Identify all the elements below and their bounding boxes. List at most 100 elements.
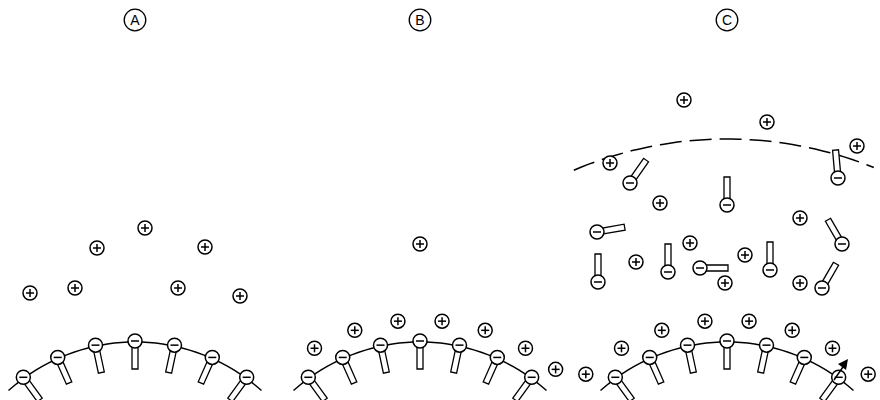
cation-symbol (683, 236, 697, 250)
ion-circle (677, 93, 691, 107)
anion-head (760, 338, 774, 352)
anion-head (763, 263, 777, 277)
ion-circle (128, 334, 142, 348)
ion-circle (391, 314, 405, 328)
cation-symbol (760, 115, 774, 129)
cation-symbol (308, 341, 322, 355)
anion-head (128, 334, 142, 348)
ion-circle (171, 281, 185, 295)
ion-sign (744, 251, 746, 259)
surfactant-tail (602, 224, 625, 234)
ion-circle (793, 276, 807, 290)
ion-sign (419, 240, 421, 248)
surfactant-tail (342, 362, 356, 385)
ion-circle (205, 350, 219, 364)
arrow-head (838, 359, 848, 370)
ion-circle (168, 338, 182, 352)
surfactant-tail (451, 350, 462, 373)
ion-sign (723, 204, 731, 206)
ion-circle (519, 341, 533, 355)
panel-label: B (415, 13, 424, 27)
ion-circle (435, 314, 449, 328)
ion-sign (204, 243, 206, 251)
ion-sign (528, 377, 536, 379)
ion-sign (723, 340, 731, 342)
ion-circle (348, 323, 362, 337)
cation-symbol (826, 341, 840, 355)
ion-circle (693, 261, 707, 275)
ion-sign (621, 344, 623, 352)
ion-sign (867, 370, 869, 378)
ion-circle (90, 241, 104, 255)
anion-head (16, 370, 30, 384)
ion-circle (720, 334, 734, 348)
anion-head (336, 350, 350, 364)
ion-circle (23, 286, 37, 300)
ion-sign (74, 284, 76, 292)
ion-sign (683, 344, 691, 346)
ion-circle (653, 196, 667, 210)
anion-head (525, 370, 539, 384)
ion-circle (683, 236, 697, 250)
cation-symbol (603, 156, 617, 170)
surfactant-tail (649, 362, 663, 385)
cation-symbol (629, 255, 643, 269)
ion-circle (549, 362, 563, 376)
cation-symbol (785, 323, 799, 337)
cation-symbol (793, 276, 807, 290)
ion-circle (608, 370, 622, 384)
panel-letter: A (123, 8, 147, 32)
ion-sign (818, 287, 826, 289)
ion-circle (336, 350, 350, 364)
ion-sign (696, 267, 704, 269)
anion-head (373, 338, 387, 352)
cation-symbol (653, 196, 667, 210)
cation-symbol (23, 286, 37, 300)
ion-sign (834, 177, 842, 179)
cation-symbol (413, 237, 427, 251)
anion-head (413, 334, 427, 348)
ion-sign (763, 344, 771, 346)
anion-head (608, 370, 622, 384)
ion-sign (29, 289, 31, 297)
cation-symbol (742, 314, 756, 328)
ion-circle (301, 370, 315, 384)
anion-head (831, 171, 845, 185)
ion-circle (453, 338, 467, 352)
cation-symbol (850, 139, 864, 153)
surfactant-tail (790, 362, 804, 385)
ion-circle (51, 350, 65, 364)
ion-sign (416, 340, 424, 342)
surfactant-tail (724, 347, 730, 369)
ion-circle (785, 323, 799, 337)
ion-circle (603, 156, 617, 170)
ion-circle (850, 139, 864, 153)
ion-circle (698, 314, 712, 328)
ion-sign (376, 344, 384, 346)
surfactant-tail (57, 362, 71, 385)
ion-sign (144, 224, 146, 232)
surfactant-tail (166, 350, 177, 373)
surfactant-tail (833, 150, 841, 173)
ion-circle (793, 211, 807, 225)
ion-sign (304, 377, 312, 379)
cation-symbol (738, 248, 752, 262)
ion-sign (611, 377, 619, 379)
cation-symbol (391, 314, 405, 328)
surfactant-tail (483, 362, 497, 385)
anion-head (591, 275, 605, 289)
ion-circle (591, 275, 605, 289)
ion-circle (815, 281, 829, 295)
surfactant-tail (706, 265, 728, 271)
ion-sign (748, 317, 750, 325)
panel-letter: C (715, 8, 739, 32)
ion-circle (738, 248, 752, 262)
cation-symbol (861, 367, 875, 381)
ion-circle (861, 367, 875, 381)
ion-sign (54, 357, 62, 359)
ion-circle (490, 350, 504, 364)
ion-sign (131, 340, 139, 342)
ion-circle (590, 225, 604, 239)
cation-symbol (90, 241, 104, 255)
cation-symbol (677, 93, 691, 107)
